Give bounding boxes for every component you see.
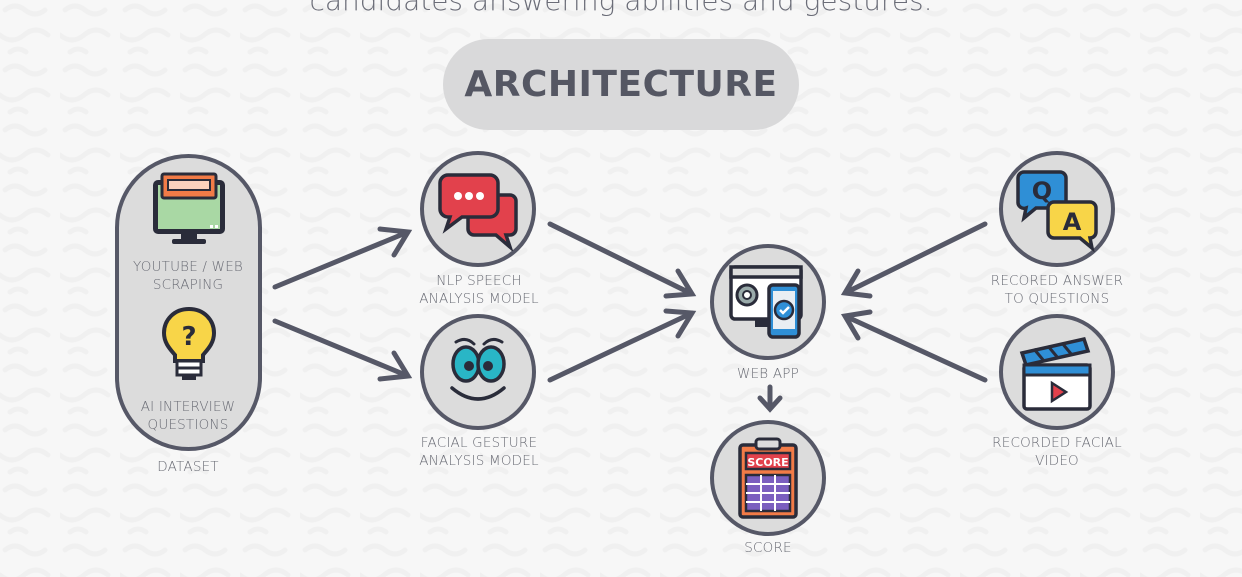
dataset-label: DATASET [157,459,219,475]
smiley-face-icon [450,337,506,401]
score-label: SCORE [744,540,792,556]
arrow-video-to-webapp [840,309,988,383]
web-app-icon [729,265,803,339]
arrow-qa-to-webapp [840,221,988,299]
arrow-dataset-to-nlp [272,226,413,290]
facial-model-node [420,314,536,430]
recorded-video-node [999,314,1115,430]
lightbulb-question-icon: ? [161,306,217,380]
arrow-webapp-to-score [757,384,783,413]
architecture-title: ARCHITECTURE [443,39,799,130]
web-app-label: WEB APP [737,366,799,382]
qa-bubbles-icon: Q A [1016,170,1098,252]
scoreboard-icon: SCORE [738,437,798,519]
page-subtitle: candidates answering abilities and gestu… [309,0,933,17]
score-node: SCORE [710,420,826,536]
q-letter: Q [1032,177,1052,205]
nlp-model-node [420,151,536,267]
chat-bubbles-icon [438,173,518,251]
web-app-node [710,244,826,360]
score-badge-text: SCORE [747,456,788,469]
recorded-answer-node: Q A [999,151,1115,267]
monitor-icon [153,172,225,244]
arrow-dataset-to-facial [272,318,413,382]
svg-text:?: ? [181,322,196,352]
clapperboard-icon [1019,336,1092,411]
arrow-nlp-to-webapp [547,221,697,299]
a-letter: A [1063,208,1082,236]
arrow-facial-to-webapp [547,308,697,383]
